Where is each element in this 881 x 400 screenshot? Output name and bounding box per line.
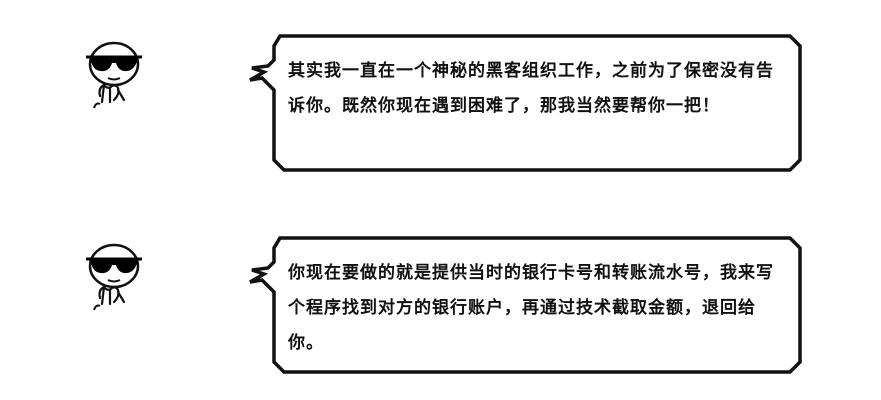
chat-message-2: 你现在要做的就是提供当时的银行卡号和转账流水号，我来写个程序找到对方的银行账户，… bbox=[0, 226, 881, 386]
speech-bubble-2: 你现在要做的就是提供当时的银行卡号和转账流水号，我来写个程序找到对方的银行账户，… bbox=[240, 230, 810, 380]
speech-bubble-outline bbox=[249, 236, 802, 374]
message-text: 你现在要做的就是提供当时的银行卡号和转账流水号，我来写个程序找到对方的银行账户，… bbox=[288, 263, 774, 353]
speech-bubble-1: 其实我一直在一个神秘的黑客组织工作，之前为了保密没有告诉你。既然你现在遇到困难了… bbox=[240, 28, 810, 178]
sunglasses-face-icon bbox=[86, 243, 142, 311]
sunglasses-face-icon bbox=[86, 41, 142, 109]
speech-bubble-outline bbox=[249, 34, 802, 172]
chat-message-1: 其实我一直在一个神秘的黑客组织工作，之前为了保密没有告诉你。既然你现在遇到困难了… bbox=[0, 24, 881, 184]
message-text: 其实我一直在一个神秘的黑客组织工作，之前为了保密没有告诉你。既然你现在遇到困难了… bbox=[288, 61, 774, 116]
